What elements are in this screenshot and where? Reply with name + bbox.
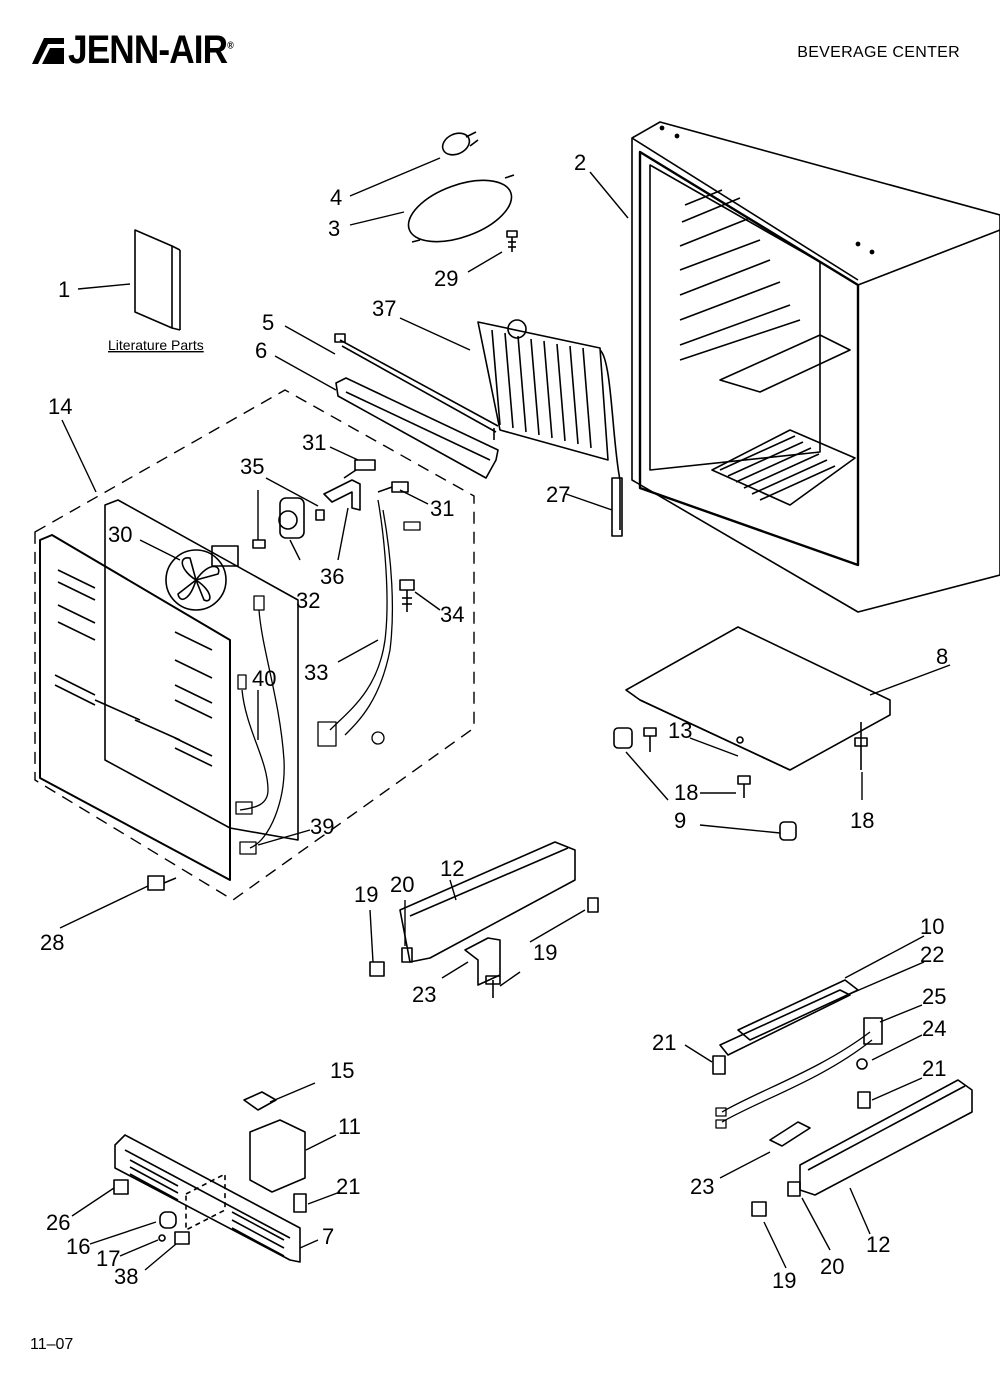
cabinet-part-drawing [631,121,1000,613]
callout-27: 27 [546,482,570,507]
callout-31b: 31 [430,496,454,521]
callout-29: 29 [434,266,458,291]
harness-right-drawing [715,1031,873,1129]
access-panel-outline [34,389,475,901]
rear-panel-drawing [104,499,299,841]
callout-17: 17 [96,1246,120,1271]
callout-3: 3 [328,216,340,241]
callout-19a: 19 [354,882,378,907]
callout-36: 36 [320,564,344,589]
callout-8: 8 [936,644,948,669]
screw-29-drawing [506,230,518,252]
callout-6: 6 [255,338,267,363]
callout-12b: 12 [866,1232,890,1257]
callout-1: 1 [58,277,70,302]
callout-18b: 18 [850,808,874,833]
callout-30: 30 [108,522,132,547]
callout-31a: 31 [302,430,326,455]
callout-15: 15 [330,1058,354,1083]
callout-25: 25 [922,984,946,1009]
grille-drawing [114,1134,301,1263]
callout-11: 11 [338,1114,361,1139]
callout-22: 22 [920,942,944,967]
bottom-panel-drawing [625,626,891,771]
callout-20b: 20 [820,1254,844,1279]
callout-20a: 20 [390,872,414,897]
callout-21c: 21 [922,1056,946,1081]
brand-logo: JENN-AIR® [30,28,255,73]
callout-21b: 21 [652,1030,676,1055]
callout-19c: 19 [772,1268,796,1293]
motor-drawing [252,497,325,549]
callout-10: 10 [920,914,944,939]
callout-40: 40 [252,666,276,691]
callout-21a: 21 [336,1174,360,1199]
callout-33: 33 [304,660,328,685]
wiring-harness-drawing [317,499,421,747]
screws-18-drawing [643,722,868,798]
callout-28: 28 [40,930,64,955]
callout-13: 13 [668,718,692,743]
callout-5: 5 [262,310,274,335]
callout-37: 37 [372,296,396,321]
callout-18a: 18 [674,780,698,805]
callout-labels: 1 2 3 4 5 6 7 8 9 9 10 11 12 12 12 13 14… [40,150,948,1293]
bracket-drawing [323,459,409,511]
screw-28-drawing [147,875,177,891]
evaporator-drawing [477,319,623,537]
callout-12a: 12 [440,856,464,881]
callout-14: 14 [48,394,72,419]
light-cover-drawing [335,377,499,479]
callout-19b: 19 [533,940,557,965]
callout-24: 24 [922,1016,946,1041]
literature-booklet-drawing [134,229,181,331]
callout-26: 26 [46,1210,70,1235]
page-title: BEVERAGE CENTER [797,44,960,61]
callout-4: 4 [330,185,342,210]
front-panel-drawing [39,534,231,881]
callout-23a: 23 [412,982,436,1007]
cable-drawing [235,595,285,855]
light-shield-drawing [407,174,515,243]
callout-35: 35 [240,454,264,479]
legs-drawing [613,727,797,841]
callout-38: 38 [114,1264,138,1289]
callout-32: 32 [296,588,320,613]
jenn-air-logo-icon [32,37,64,64]
screw-34-drawing [399,579,415,612]
literature-parts-label: Literature Parts [108,337,204,353]
revision-code: 11–07 [30,1336,74,1353]
rail-drawing [334,333,499,440]
callout-23b: 23 [690,1174,714,1199]
leader-arrows [59,157,951,1271]
callout-39: 39 [310,814,334,839]
light-bulb-drawing [441,131,479,156]
control-box-drawing [113,1091,307,1245]
brand-name: JENN-AIR® [68,28,234,72]
fan-drawing [165,545,239,611]
callout-16: 16 [66,1234,90,1259]
callout-7: 7 [322,1224,334,1249]
callout-34: 34 [440,602,464,627]
callout-9a: 9 [674,808,686,833]
base-rail-center-drawing [369,841,599,998]
callout-2: 2 [574,150,586,175]
